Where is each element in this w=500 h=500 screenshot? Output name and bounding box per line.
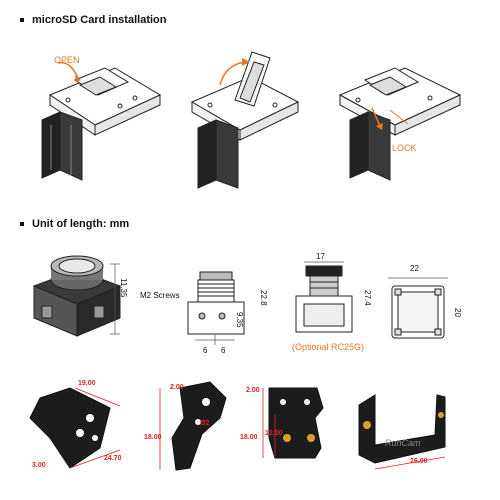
section-heading-install: microSD Card installation: [20, 14, 166, 26]
bracket-2-diameter-dim: Ø2: [200, 420, 210, 427]
bracket-4-illustration: [358, 394, 446, 470]
screw-height-dim: 9.35: [235, 312, 244, 328]
bracket-2-side-dim: 18.00: [144, 434, 162, 441]
plate-height-dim: 20: [453, 308, 462, 317]
heading-text: Unit of length: mm: [32, 218, 130, 230]
plate-illustration: [388, 277, 448, 339]
optional-label: (Optional RC25G): [292, 342, 365, 352]
bracket-2-top-dim: 2.00: [170, 384, 184, 391]
heading-text: microSD Card installation: [32, 14, 167, 26]
bracket-3-illustration: [262, 387, 324, 459]
optional-lens-illustration: [295, 261, 353, 333]
bracket-3-top-dim: 2.00: [246, 387, 260, 394]
bracket-3-inner-dim: 12.00: [265, 430, 283, 437]
open-label: OPEN: [54, 55, 80, 65]
camera-perspective-illustration: [32, 255, 122, 337]
screw-gap-right-dim: 6: [221, 346, 226, 355]
bracket-1-bottom-dim: 24.70: [104, 455, 122, 462]
bullet-icon: [20, 222, 24, 227]
board-lock-illustration: [338, 67, 462, 181]
bracket-1-bottom-left-dim: 3.00: [32, 462, 46, 469]
lens-width-dim: 17: [316, 252, 325, 261]
plate-width-dim: 22: [410, 264, 419, 273]
lock-label: LOCK: [392, 143, 417, 153]
bracket-1-illustration: [29, 387, 121, 469]
bracket-4-brand: RunCam: [385, 438, 421, 448]
camera-side-illustration: [187, 271, 245, 335]
optional-height-dim: 27.4: [363, 290, 372, 306]
cam-height-dim-line: [110, 263, 120, 335]
bracket-2-illustration: [159, 381, 227, 471]
screw-gap-left-dim: 6: [203, 346, 208, 355]
section-heading-units: Unit of length: mm: [20, 218, 129, 230]
bracket-3-side-dim: 18.00: [240, 434, 258, 441]
board-open-illustration: [41, 61, 162, 181]
bracket-1-top-dim: 19.00: [78, 380, 96, 387]
board-flip-illustration: [190, 51, 300, 189]
cam-height-dim: 11.35: [119, 278, 128, 298]
screw-gap-dim-line: [195, 335, 235, 345]
m2-screws-label: M2 Screws: [140, 291, 180, 300]
bracket-4-bottom-dim: 26.00: [410, 458, 428, 465]
total-height-dim: 22.8: [259, 290, 268, 306]
bullet-icon: [20, 18, 24, 23]
